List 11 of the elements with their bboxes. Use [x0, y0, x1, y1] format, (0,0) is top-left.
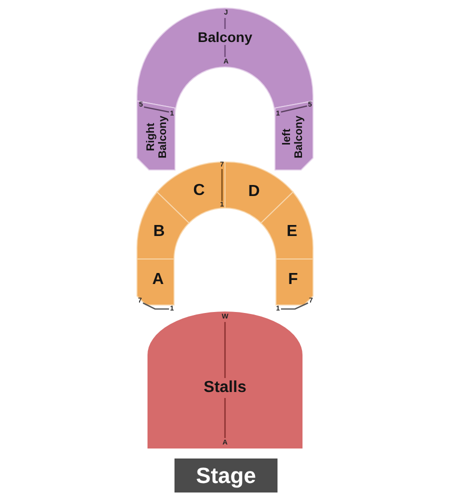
section-label: E: [286, 224, 298, 240]
section-label: A: [152, 272, 164, 288]
section-label: Balcony: [198, 30, 252, 44]
section-label: B: [153, 224, 165, 240]
section-label: Right Balcony: [144, 114, 170, 160]
section-label: D: [248, 184, 260, 200]
section-label: left Balcony: [280, 116, 306, 160]
stage-label: Stage: [196, 465, 256, 487]
section-label: F: [288, 272, 298, 288]
section-label: C: [193, 183, 205, 199]
section-label: Stalls: [204, 380, 246, 396]
